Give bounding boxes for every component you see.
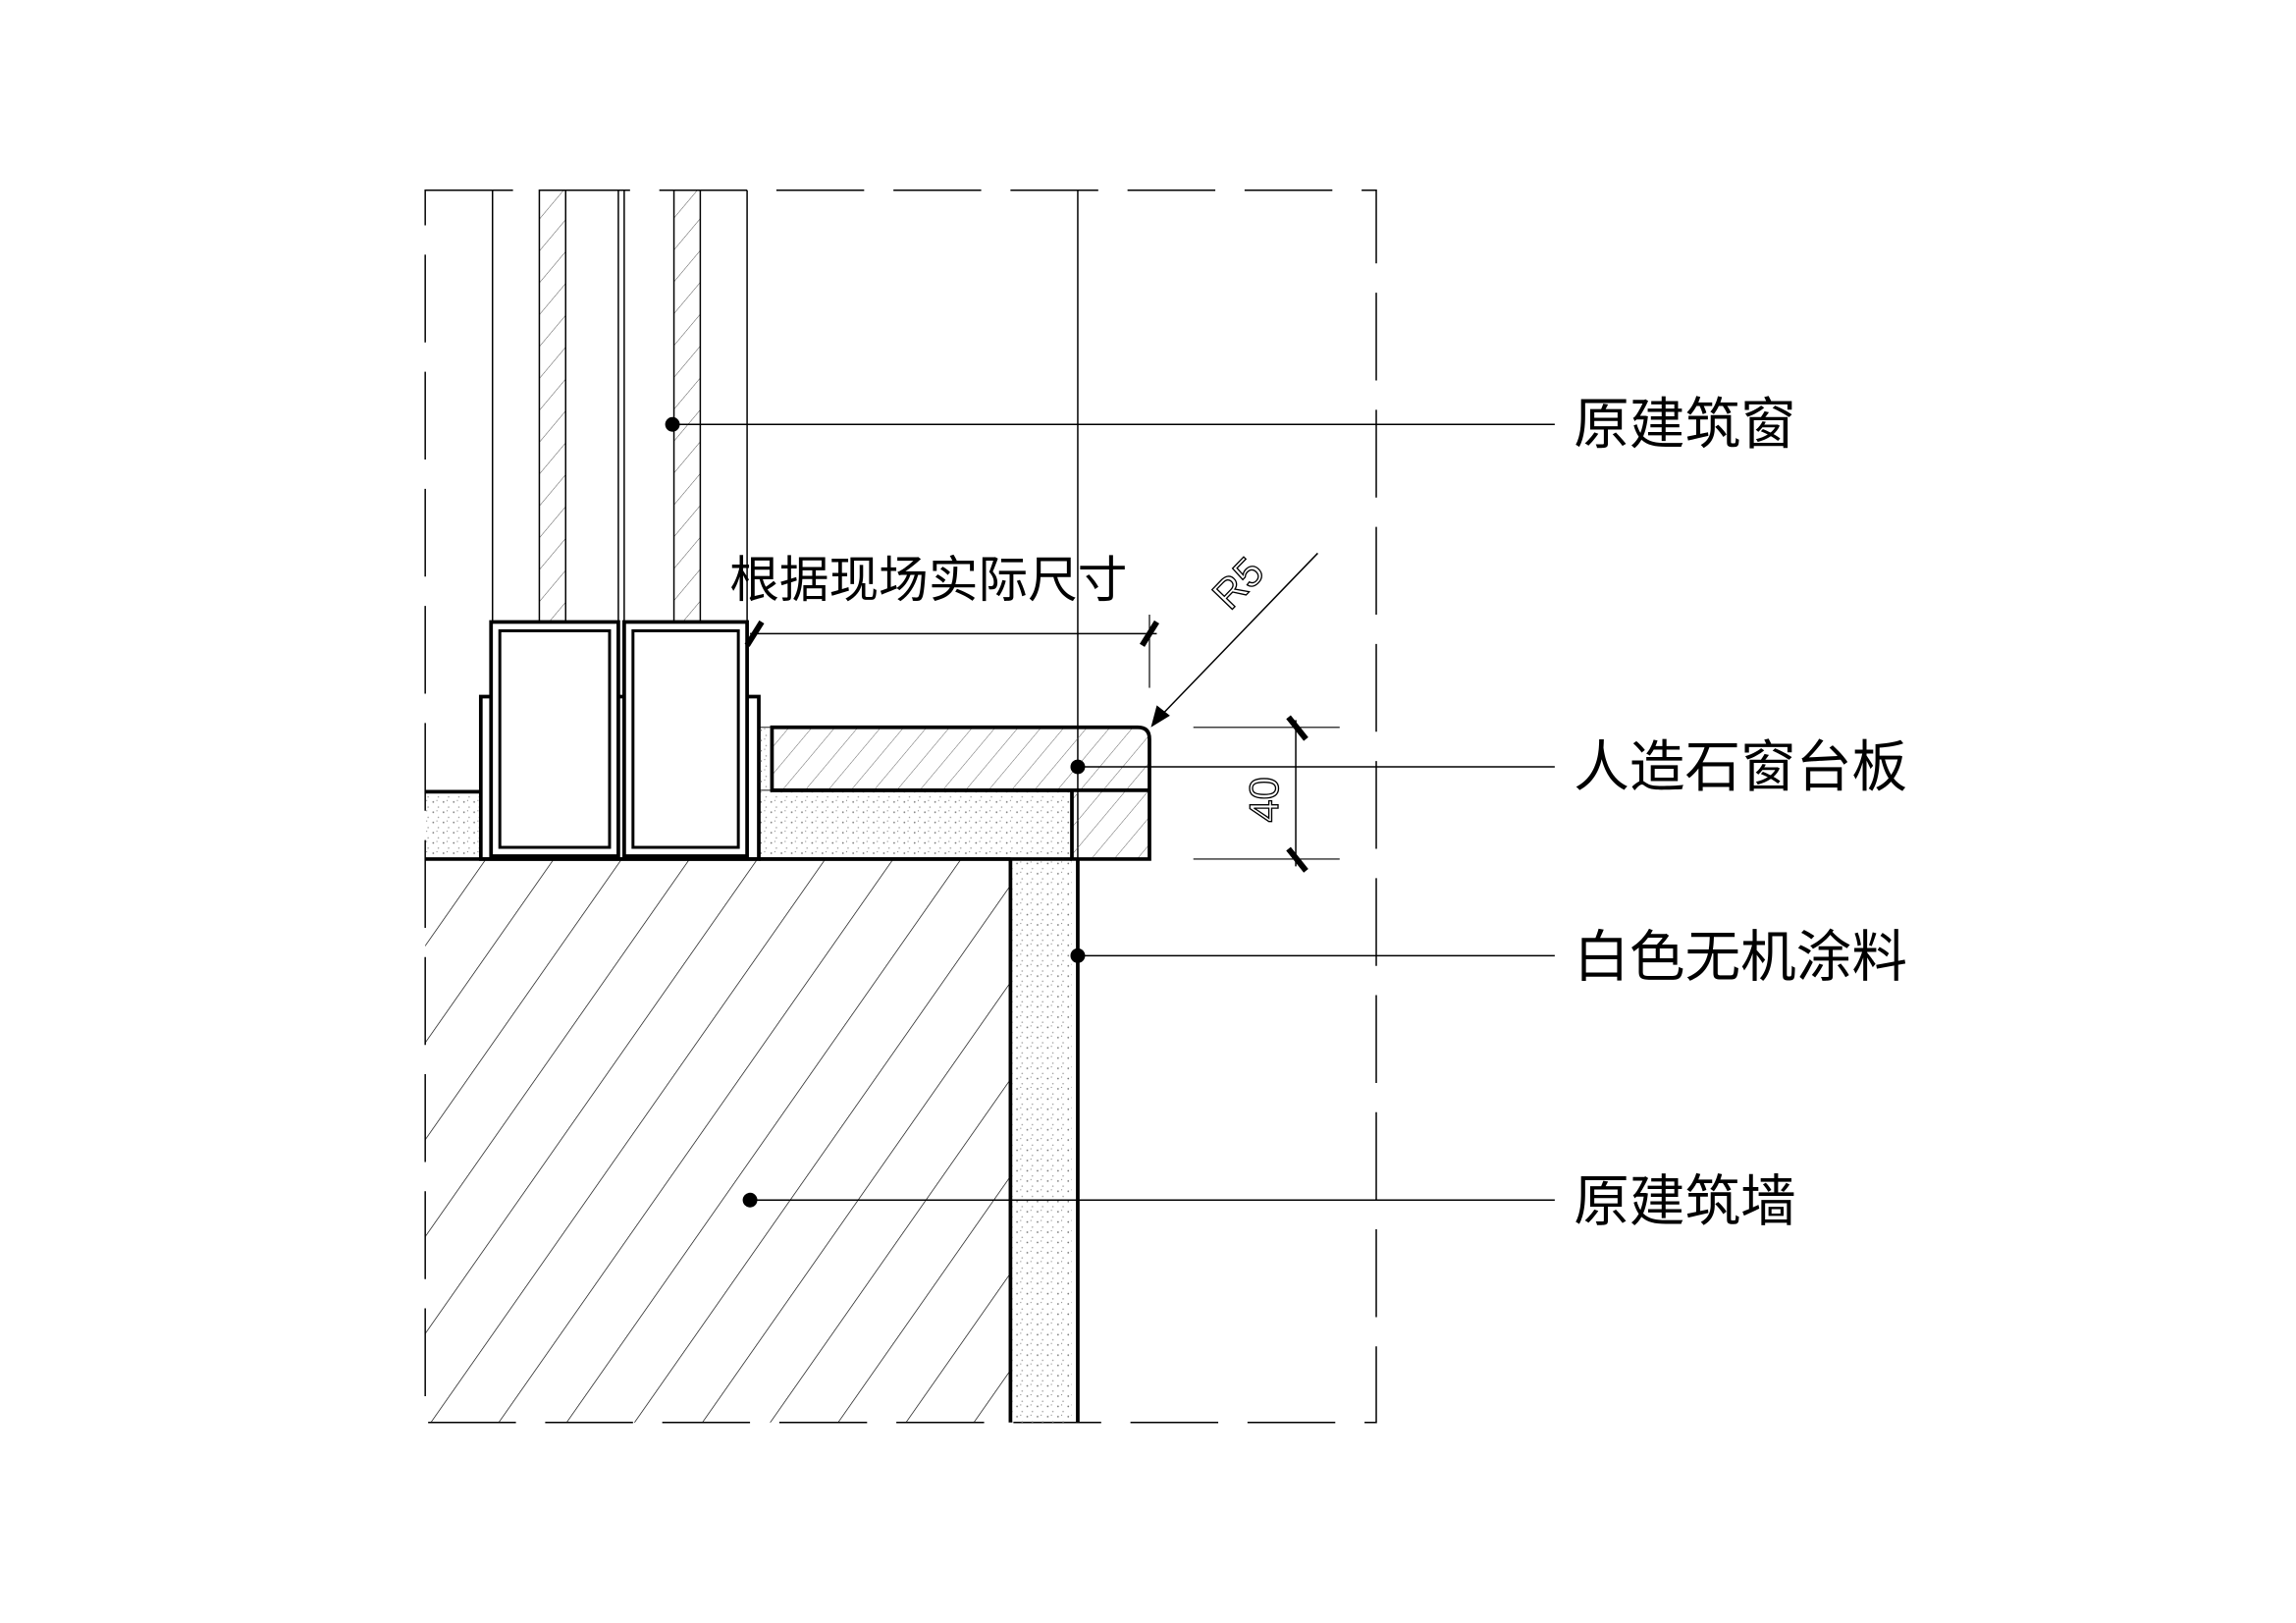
stone-sill-board (770, 725, 1151, 861)
label-stone-sill-board: 人造石窗台板 (1574, 734, 1907, 799)
plaster-coating (1010, 858, 1072, 1423)
leader-dot-sill (1070, 759, 1086, 775)
leader-dot-coating (1070, 947, 1086, 963)
label-original-window: 原建筑窗 (1574, 393, 1795, 458)
label-original-wall: 原建筑墙 (1574, 1169, 1795, 1234)
thickness-dimension: 40 (1241, 777, 1287, 822)
window-frame (491, 189, 748, 623)
label-site-dimension: 根据现场实际尺寸 (729, 551, 1127, 609)
leader-dot-window (665, 416, 680, 432)
radius-dimension: R5 (1203, 548, 1273, 618)
label-white-coating: 白色无机涂料 (1574, 925, 1907, 990)
radius-leader (1150, 552, 1318, 728)
leader-dot-wall (742, 1192, 758, 1208)
window-base-profile (478, 620, 761, 861)
site-dimension-line (744, 615, 1159, 688)
sealant (758, 727, 773, 791)
original-wall (425, 858, 1011, 1423)
thickness-dimension-line (1193, 715, 1340, 873)
